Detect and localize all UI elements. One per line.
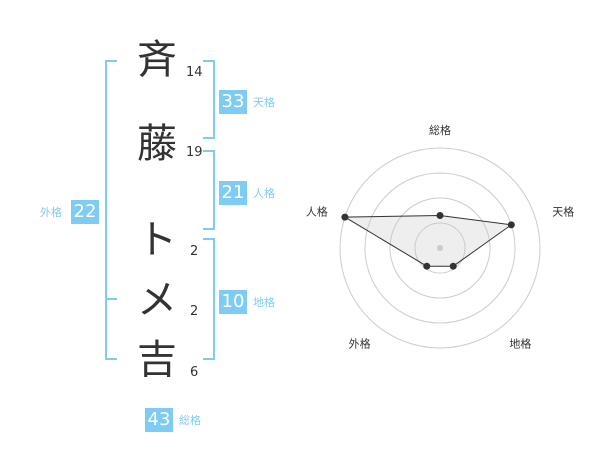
- chikaku-value: 10: [219, 290, 247, 314]
- name-char-3: ト: [137, 217, 177, 263]
- radar-point-5: [341, 213, 349, 221]
- soukaku-value: 43: [145, 408, 173, 432]
- radar-point-1: [436, 212, 444, 219]
- stroke-count-1: 14: [186, 65, 203, 80]
- radar-series-area: [343, 214, 513, 267]
- jinkaku-label: 人格: [253, 187, 275, 200]
- radar-point-2: [507, 221, 515, 229]
- name-char-4: メ: [137, 277, 177, 323]
- radar-point-3: [449, 262, 457, 270]
- radar-point-4: [423, 262, 431, 270]
- radar-ring-2: [389, 197, 491, 299]
- gaikaku-label: 外格: [40, 206, 62, 219]
- name-char-5: 吉: [137, 337, 177, 383]
- name-char-1: 斉: [137, 37, 177, 83]
- radar-axis-label-3: 地格: [509, 336, 531, 350]
- stroke-count-5: 6: [190, 365, 199, 380]
- stroke-count-2: 19: [186, 145, 203, 160]
- radar-axis-label-2: 天格: [552, 205, 574, 219]
- radar-center-dot: [437, 245, 443, 251]
- soukaku-label: 総格: [179, 414, 201, 427]
- radar-ring-1: [414, 222, 466, 274]
- jinkaku-value: 21: [219, 181, 247, 205]
- radar-axis-label-5: 人格: [306, 205, 328, 219]
- radar-ring-3: [364, 172, 516, 324]
- stroke-count-4: 2: [190, 304, 199, 319]
- chikaku-label: 地格: [253, 296, 275, 309]
- tenkaku-label: 天格: [253, 96, 275, 109]
- name-char-2: 藤: [137, 121, 177, 167]
- radar-ring-4: [339, 147, 541, 349]
- tenkaku-value: 33: [219, 90, 247, 114]
- radar-axis-label-4: 外格: [349, 336, 371, 350]
- gaikaku-value: 22: [71, 200, 99, 224]
- radar-axis-label-1: 総格: [429, 123, 451, 137]
- stroke-count-3: 2: [190, 244, 199, 259]
